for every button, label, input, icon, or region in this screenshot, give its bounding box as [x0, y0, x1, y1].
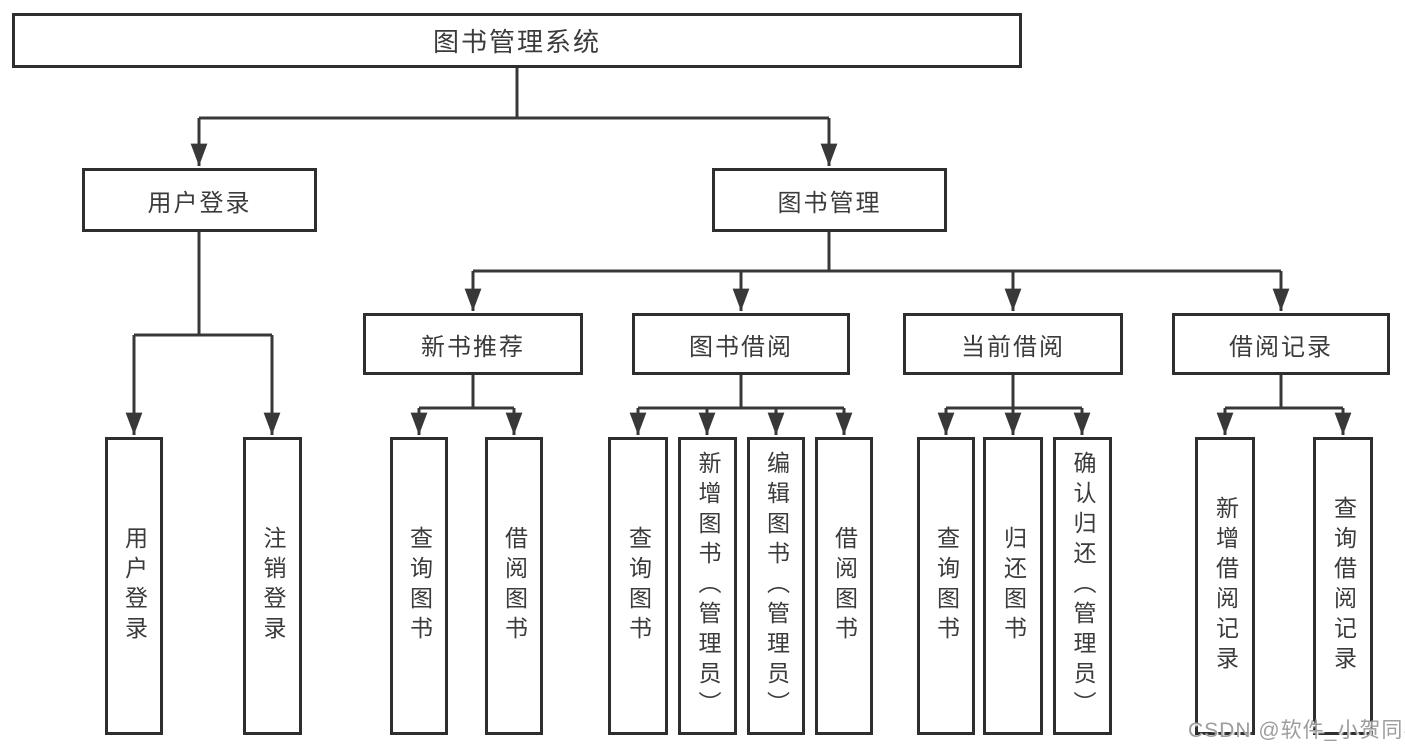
node-label: 查询图书	[406, 526, 433, 646]
node-label: 新增借阅记录	[1212, 496, 1239, 676]
connector-book-borrow-children	[638, 375, 844, 410]
node-label: 用户登录	[121, 526, 148, 646]
node-current-borrowing: 当前借阅	[903, 313, 1123, 375]
node-label: 图书管理系统	[432, 27, 601, 57]
connector-current-borrow-children	[946, 375, 1082, 410]
connector-root-to-level2	[199, 68, 829, 120]
node-label: 借阅图书	[831, 526, 858, 646]
node-label: 新书推荐	[421, 333, 525, 361]
node-label: 当前借阅	[961, 333, 1065, 361]
node-add-borrow-record: 新增借阅记录	[1195, 437, 1255, 735]
node-book-management: 图书管理	[712, 168, 947, 232]
node-edit-book-admin: 编辑图书（管理员）	[747, 437, 805, 735]
node-borrow-books-recommend: 借阅图书	[485, 437, 543, 735]
node-label: 新增图书（管理员）	[695, 451, 721, 721]
node-label: 注销登录	[260, 526, 286, 646]
node-borrowing-records: 借阅记录	[1172, 313, 1390, 375]
node-add-book-admin: 新增图书（管理员）	[678, 437, 737, 735]
node-query-books-recommend: 查询图书	[390, 437, 448, 735]
node-label: 用户登录	[147, 189, 252, 217]
node-query-borrow-record: 查询借阅记录	[1313, 437, 1373, 735]
connector-book-management-children	[473, 232, 1281, 273]
csdn-watermark: CSDN @软件_小贺同学	[1188, 719, 1405, 742]
node-logout: 注销登录	[243, 437, 302, 735]
node-library-management-system: 图书管理系统	[12, 13, 1022, 68]
node-label: 借阅记录	[1229, 333, 1333, 361]
node-label: 编辑图书（管理员）	[763, 451, 790, 721]
node-label: 确认归还（管理员）	[1070, 451, 1096, 721]
node-label: 借阅图书	[501, 526, 528, 646]
connector-borrow-records-children	[1225, 375, 1343, 410]
node-label: 图书借阅	[689, 333, 793, 361]
node-label: 查询图书	[625, 526, 652, 646]
node-confirm-return-admin: 确认归还（管理员）	[1053, 437, 1112, 735]
node-query-books-borrow: 查询图书	[608, 437, 668, 735]
node-user-login-action: 用户登录	[105, 437, 163, 735]
node-return-books: 归还图书	[983, 437, 1043, 735]
node-label: 查询图书	[933, 526, 960, 646]
node-label: 图书管理	[777, 189, 882, 217]
node-user-login: 用户登录	[82, 168, 317, 232]
node-query-books-current: 查询图书	[917, 437, 975, 735]
node-label: 查询借阅记录	[1330, 496, 1357, 676]
node-borrow-books-action: 借阅图书	[815, 437, 873, 735]
node-label: 归还图书	[1000, 526, 1027, 646]
connector-new-book-children	[419, 375, 514, 410]
connector-user-login-children	[134, 232, 272, 337]
node-new-book-recommendation: 新书推荐	[363, 313, 583, 375]
node-book-borrowing: 图书借阅	[632, 313, 850, 375]
